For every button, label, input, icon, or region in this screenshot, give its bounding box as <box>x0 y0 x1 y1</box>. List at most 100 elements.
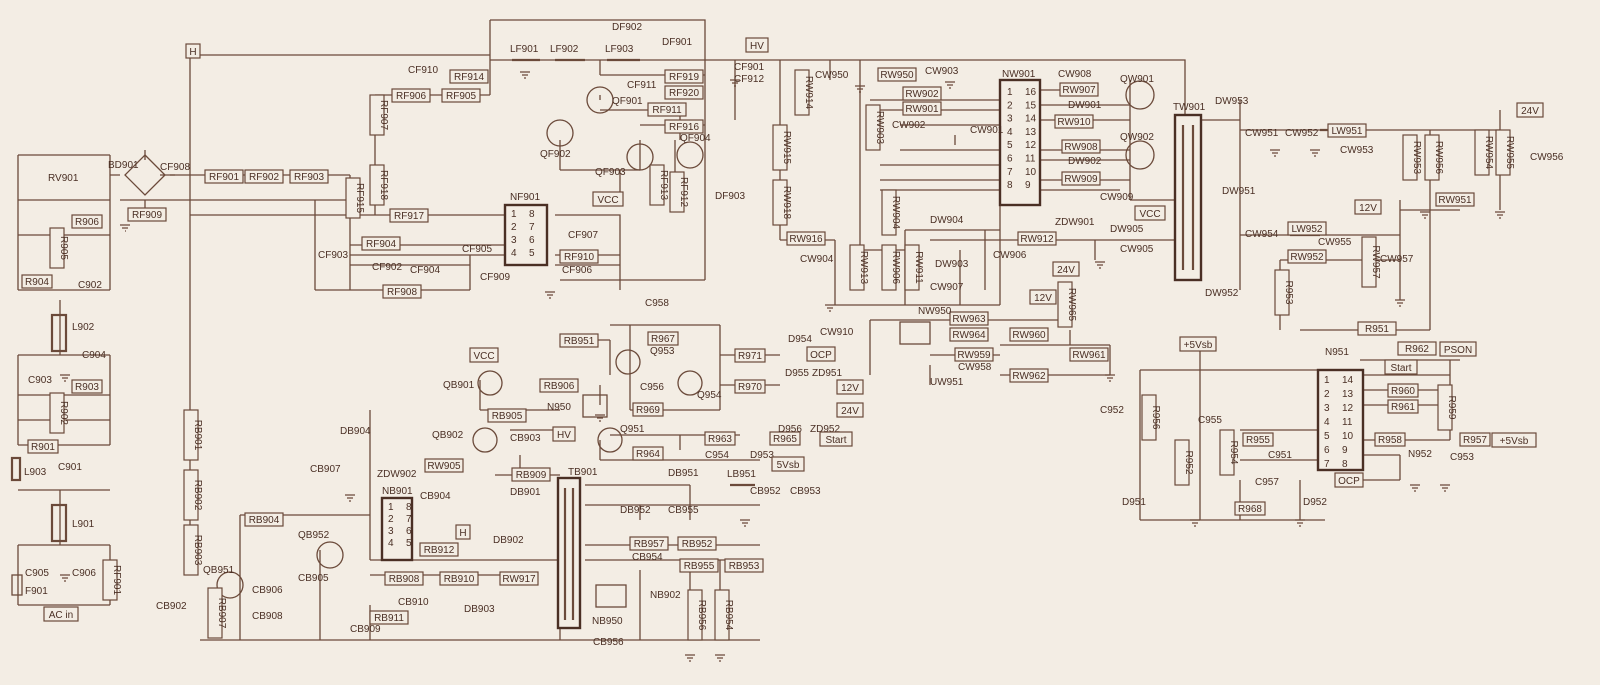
ic-nf901 <box>503 203 549 267</box>
net-flag-nets-v12-4: 12V <box>1359 203 1377 214</box>
resistor-input-filter-r905: R905 <box>58 236 69 260</box>
resistor-main-converter-rw904: RW904 <box>890 196 901 230</box>
label-main-converter-qw901: QW901 <box>1120 74 1154 85</box>
label-pfc-qf903: QF903 <box>595 167 626 178</box>
resistor-main-converter-rw902: RW902 <box>905 89 939 100</box>
ic-pin-nb901-8: 8 <box>406 502 412 513</box>
label-standby-zdw902: ZDW902 <box>377 469 417 480</box>
ic-pin-nw901-2: 2 <box>1007 100 1013 111</box>
ic-pin-nf901-6: 6 <box>529 235 535 246</box>
resistor-pfc-rf911: RF911 <box>652 105 682 116</box>
resistor-feedback-rw963: RW963 <box>952 314 986 325</box>
resistor-pfc-rf908: RF908 <box>387 287 417 298</box>
label-pfc-cf908: CF908 <box>160 162 190 173</box>
label-pfc-qf901: QF901 <box>612 96 643 107</box>
label-standby-ctl-d955: D955 <box>785 368 809 379</box>
label-supervisor-n951: N951 <box>1325 347 1349 358</box>
label-feedback-cw958: CW958 <box>958 362 992 373</box>
ic-pin-nw901-7: 7 <box>1007 167 1013 178</box>
label-pfc-cf909: CF909 <box>480 272 510 283</box>
label-main-converter-cw909: CW909 <box>1100 192 1134 203</box>
label-standby-nb901: NB901 <box>382 486 413 497</box>
label-supervisor-c957: C957 <box>1255 477 1279 488</box>
label-pfc-df901: DF901 <box>662 37 692 48</box>
resistor-pfc-rf901: RF901 <box>209 172 239 183</box>
ic-pin-nw901-1: 1 <box>1007 87 1013 98</box>
label-pfc-nf901: NF901 <box>510 192 540 203</box>
label-standby-ctl-q951: Q951 <box>620 424 645 435</box>
label-pfc-qf904: QF904 <box>680 133 711 144</box>
label-standby-cb907: CB907 <box>310 464 341 475</box>
net-flag-nets-hv-1: HV <box>750 41 764 52</box>
resistor-standby-rb901: RB901 <box>192 420 203 451</box>
label-standby-ctl-c956: C956 <box>640 382 664 393</box>
resistor-supervisor-r960: R960 <box>1391 386 1415 397</box>
label-standby-tb901: TB901 <box>568 467 598 478</box>
ic-pin-n951-8: 8 <box>1342 459 1348 470</box>
fuse-f901 <box>11 574 23 596</box>
ic-pin-nw901-8: 8 <box>1007 180 1013 191</box>
resistor-secondary-rw955: RW955 <box>1504 136 1515 170</box>
label-pfc-cf902: CF902 <box>372 262 402 273</box>
resistor-standby-rb954: RB954 <box>723 600 734 631</box>
resistor-standby-ctl-r965: R965 <box>773 434 797 445</box>
resistor-secondary-lw951: LW951 <box>1332 126 1363 137</box>
resistor-supervisor-r952: R952 <box>1183 451 1194 475</box>
ic-pin-nw901-12: 12 <box>1025 140 1037 151</box>
net-flag-nets-v24-16: 24V <box>841 406 859 417</box>
resistor-standby-rw905: RW905 <box>427 461 461 472</box>
ic-pin-n951-10: 10 <box>1342 431 1354 442</box>
resistor-secondary-rw951: RW951 <box>1438 195 1472 206</box>
net-flag-nets-h-0: H <box>189 47 196 58</box>
label-pfc-lf903: LF903 <box>605 44 634 55</box>
label-pfc-df903: DF903 <box>715 191 745 202</box>
label-standby-cb954: CB954 <box>632 552 663 563</box>
label-standby-nb902: NB902 <box>650 590 681 601</box>
label-pfc-cf912: CF912 <box>734 74 764 85</box>
label-supervisor-c952: C952 <box>1100 405 1124 416</box>
label-secondary-cw951: CW951 <box>1245 128 1279 139</box>
label-standby-ctl-c954: C954 <box>705 450 729 461</box>
transistor-qb902 <box>472 427 498 453</box>
label-standby-db903: DB903 <box>464 604 495 615</box>
transistors <box>216 80 1155 599</box>
resistor-feedback-rw960: RW960 <box>1012 330 1046 341</box>
label-standby-ctl-n950: N950 <box>547 402 571 413</box>
resistor-standby-ctl-r967: R967 <box>651 334 675 345</box>
label-standby-cb909: CB909 <box>350 624 381 635</box>
resistor-pfc-rf902: RF902 <box>249 172 279 183</box>
label-standby-cb902: CB902 <box>156 601 187 612</box>
resistor-standby-rb912: RB912 <box>424 545 455 556</box>
net-flag-nets-acin-21: AC in <box>49 610 73 621</box>
resistor-main-converter-rw911: RW911 <box>913 251 924 284</box>
label-pfc-lf902: LF902 <box>550 44 579 55</box>
resistor-standby-rb957: RB957 <box>634 539 665 550</box>
resistor-main-converter-rw909: RW909 <box>1064 174 1098 185</box>
bridge-bd901 <box>124 154 166 196</box>
label-feedback-nw950: NW950 <box>918 306 952 317</box>
ic-n951 <box>1316 368 1365 472</box>
transistor-q953 <box>615 349 641 375</box>
label-supervisor-c953: C953 <box>1450 452 1474 463</box>
label-main-converter-cw901: CW901 <box>970 125 1004 136</box>
resistor-pfc-rf919: RF919 <box>669 72 699 83</box>
transistor-qb951 <box>216 571 244 599</box>
label-standby-db951: DB951 <box>668 468 699 479</box>
label-secondary-cw955: CW955 <box>1318 237 1352 248</box>
ic-pin-nw901-13: 13 <box>1025 127 1037 138</box>
label-main-converter-dw903: DW903 <box>935 259 969 270</box>
resistor-main-converter-rw906: RW906 <box>890 251 901 285</box>
resistor-main-converter-rw915: RW915 <box>781 131 792 165</box>
label-pfc-cf901: CF901 <box>734 62 764 73</box>
ic-pin-n951-9: 9 <box>1342 445 1348 456</box>
label-input-filter-c905: C905 <box>25 568 49 579</box>
resistor-secondary-rw957: RW957 <box>1370 245 1381 279</box>
ic-pin-nf901-8: 8 <box>529 209 535 220</box>
resistor-pfc-rf909: RF909 <box>132 210 162 221</box>
resistor-standby-ctl-r969: R969 <box>636 405 660 416</box>
label-main-converter-nw901: NW901 <box>1002 69 1036 80</box>
net-flag-nets-ocp-14: OCP <box>810 350 832 361</box>
label-standby-cb906: CB906 <box>252 585 283 596</box>
label-pfc-qf902: QF902 <box>540 149 571 160</box>
label-main-converter-cw902: CW902 <box>892 120 926 131</box>
